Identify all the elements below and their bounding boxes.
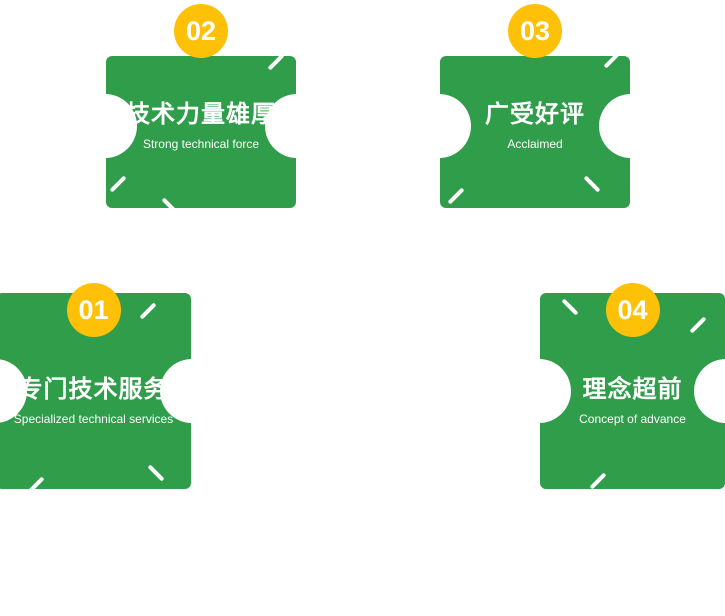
feature-content: 理念超前 Concept of advance: [571, 376, 694, 426]
sparkle-line: [109, 175, 127, 193]
sparkle-line: [139, 302, 157, 320]
sparkle-line: [689, 316, 707, 334]
sparkle-line: [603, 51, 621, 69]
feature-subtitle: Specialized technical services: [13, 411, 174, 426]
feature-subtitle: Acclaimed: [507, 136, 563, 151]
right-notch: [160, 359, 224, 423]
sparkle-line: [561, 298, 579, 316]
feature-number: 01: [78, 294, 109, 325]
left-notch: [507, 359, 571, 423]
feature-card-advanced-concept: 04 理念超前 Concept of advance: [507, 283, 725, 490]
feature-card-technical-force: 02 技术力量雄厚 Strong technical force: [73, 4, 329, 215]
sparkle-line: [583, 175, 601, 193]
feature-content: 专门技术服务 Specialized technical services: [6, 376, 181, 426]
feature-number: 04: [617, 294, 648, 325]
sparkle-line: [447, 187, 465, 205]
feature-title: 理念超前: [582, 375, 683, 403]
left-notch: [73, 93, 137, 158]
right-notch: [265, 93, 329, 158]
feature-card-specialized-services: 01 专门技术服务 Specialized technical services: [0, 283, 224, 494]
feature-title: 广受好评: [485, 100, 585, 128]
feature-card-acclaimed: 03 广受好评 Acclaimed: [407, 4, 663, 208]
feature-subtitle: Strong technical force: [142, 136, 260, 151]
feature-number: 03: [519, 15, 551, 46]
sparkle-line: [267, 53, 285, 71]
feature-subtitle: Concept of advance: [579, 411, 686, 426]
number-badge: 01: [66, 283, 121, 337]
right-notch: [599, 93, 663, 158]
sparkle-line: [589, 472, 607, 490]
number-badge: 04: [605, 283, 660, 337]
feature-title: 技术力量雄厚: [126, 100, 276, 128]
number-badge: 03: [508, 4, 562, 58]
feature-content: 技术力量雄厚 Strong technical force: [118, 101, 284, 151]
sparkle-line: [27, 476, 45, 494]
number-badge: 02: [174, 4, 228, 58]
feature-content: 广受好评 Acclaimed: [477, 101, 593, 151]
feature-number: 02: [185, 15, 217, 46]
sparkle-line: [161, 197, 179, 215]
sparkle-line: [147, 464, 165, 482]
right-notch: [694, 359, 725, 423]
left-notch: [407, 93, 471, 158]
feature-title: 专门技术服务: [18, 375, 169, 403]
